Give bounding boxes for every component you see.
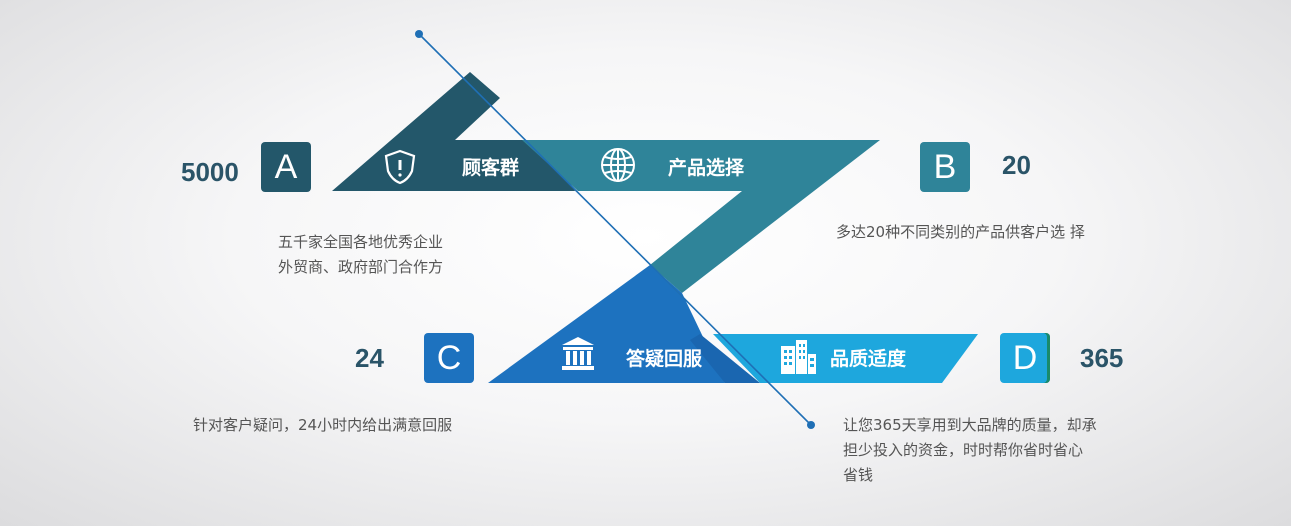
label-customers: 顾客群 <box>462 157 520 179</box>
shape-product-band <box>522 140 880 293</box>
shape-answer-overlap <box>690 334 760 383</box>
badge-b: B <box>920 142 970 192</box>
diagonal-line <box>418 33 812 426</box>
shape-quality-band <box>713 334 978 383</box>
badge-a: A <box>261 142 311 192</box>
shield-alert-icon <box>384 149 416 185</box>
desc-d: 让您365天享用到大品牌的质量，却承 担少投入的资金，时时帮你省时省心 省钱 <box>843 413 1097 488</box>
desc-d-line2: 担少投入的资金，时时帮你省时省心 <box>843 441 1084 459</box>
label-quality: 品质适度 <box>830 348 907 370</box>
line-dot-bottom <box>807 421 815 429</box>
shape-customer-wing <box>332 72 575 191</box>
buildings-icon <box>781 340 816 374</box>
number-d: 365 <box>1080 343 1124 373</box>
badge-d: D <box>1000 333 1050 383</box>
line-dot-top <box>415 30 423 38</box>
number-c: 24 <box>355 343 384 373</box>
desc-a-line1: 五千家全国各地优秀企业 <box>278 233 444 251</box>
globe-icon <box>601 148 635 182</box>
number-a: 5000 <box>181 157 239 187</box>
desc-a: 五千家全国各地优秀企业 外贸商、政府部门合作方 <box>278 230 443 280</box>
bank-icon <box>562 337 594 370</box>
desc-c: 针对客户疑问，24小时内给出满意回服 <box>193 416 453 434</box>
badge-c: C <box>424 333 474 383</box>
desc-d-line3: 省钱 <box>843 466 874 484</box>
desc-a-line2: 外贸商、政府部门合作方 <box>278 258 444 276</box>
label-products: 产品选择 <box>668 157 745 179</box>
label-answers: 答疑回服 <box>626 348 703 370</box>
shape-answer-band <box>488 265 725 383</box>
number-b: 20 <box>1002 150 1031 180</box>
desc-d-line1: 让您365天享用到大品牌的质量，却承 <box>843 416 1097 434</box>
desc-b: 多达20种不同类别的产品供客户选 择 <box>836 223 1085 241</box>
